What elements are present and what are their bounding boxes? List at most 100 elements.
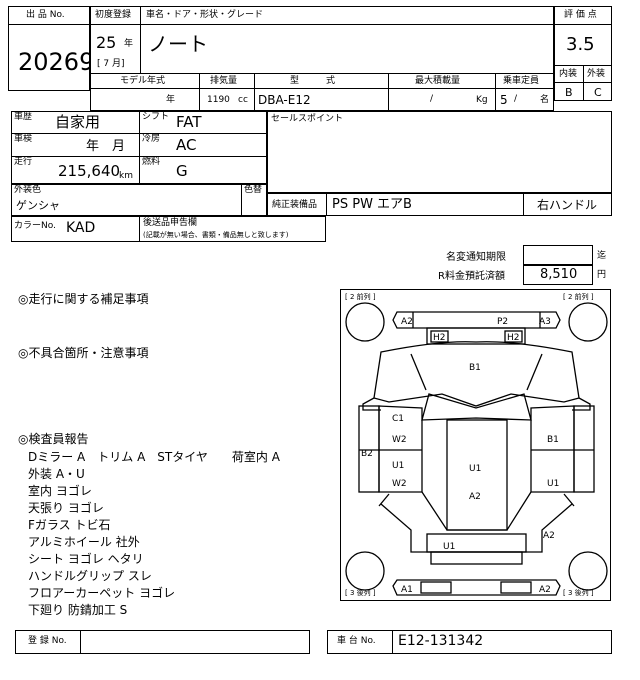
mark-grille-left: H2 [433,333,446,343]
car-box [90,6,554,82]
driving-notes-title: ◎走行に関する補足事項 [18,292,149,306]
max-load-unit: Kg [476,95,488,105]
lot-box [8,6,90,91]
fuel-value: G [176,162,188,180]
inspector-line: シート ヨゴレ ヘタリ [28,552,144,566]
mark-roof-rear: A2 [469,492,481,502]
interior-grade: B [565,86,573,99]
tag-rear-left: [ 3 後列 ] [345,588,376,597]
mark-grille-right: H2 [507,333,520,343]
mark-left-side: B2 [361,449,373,459]
mark-right-rear-door: U1 [547,479,559,489]
model-year-unit: 年 [166,95,176,105]
mark-right-front-door: B1 [547,435,559,445]
reg-year-unit: 年 [124,39,134,49]
history-value: 自家用 [55,113,101,131]
recycle-field [523,265,593,285]
inspector-line: ハンドルグリップ スレ [28,569,152,583]
fuel-label: 燃料 [142,157,161,167]
mark-rear-bumper-left: A1 [401,585,413,595]
exterior-grade: C [594,86,602,99]
ac-label: 冷房 [142,134,161,144]
model-year-label: モデル年式 [120,76,166,86]
reg-no-box [15,630,310,654]
shift-value: FAT [176,113,202,131]
equipment-label: 純正装備品 [272,200,318,210]
recycle-label: R料金預託済額 [438,271,505,282]
color-box [11,184,267,216]
car-label: 車名・ドア・形状・グレード [146,10,264,20]
history-label: 車歴 [14,112,33,122]
inspector-line: 下廻り 防錆加工 S [28,603,128,617]
aftermarket-note: (記載が無い場合、書類・備品無しと致します) [143,231,289,239]
wheel-rear-left [345,551,385,591]
sales-point-box [267,111,612,193]
score-label: 評 価 点 [564,10,597,20]
inspector-line: フロアーカーペット ヨゴレ [28,586,176,600]
wheel-rear-right [568,551,608,591]
steering-value: 右ハンドル [537,198,598,212]
capacity-label: 乗車定員 [503,76,540,86]
ac-value: AC [176,136,197,154]
spec-row [90,73,554,111]
car-diagram: [ 2 前列 ] [ 2 前列 ] [ 3 後列 ] [ 3 後列 ] A2 P… [340,289,611,601]
inspector-line: 室内 ヨゴレ [28,484,92,498]
displacement-unit: cc [238,95,248,105]
exterior-label: 外装 [587,69,606,79]
mark-front-bumper-left: A2 [401,317,413,327]
sales-point-label: セールスポイント [271,114,344,124]
score-value: 3.5 [566,34,595,55]
wheel-front-right [568,302,608,342]
recycle-unit: 円 [597,270,607,280]
lot-label: 出 品 No. [26,10,65,20]
equipment-box [267,193,612,216]
wheel-front-left [345,302,385,342]
mark-left-rear-door: U1 [392,461,404,471]
displacement-label: 排気量 [210,76,238,86]
mark-rear-bumper-right: A2 [539,585,551,595]
chassis-box [327,630,612,654]
inspector-line: 外装 A・U [28,467,85,481]
mark-front-bumper-mid: P2 [497,317,508,327]
capacity-sep: / [514,94,518,104]
recycle-value: 8,510 [540,267,578,282]
equipment-value: PS PW エアB [332,197,412,212]
inspector-lines: Dミラー A トリム A STタイヤ 荷室内 A 外装 A・U 室内 ヨゴレ 天… [28,448,328,618]
tag-rear-right: [ 3 後列 ] [563,588,594,597]
displacement-value: 1190 [207,95,230,105]
inspection-label: 車検 [14,134,33,144]
mark-trunk: U1 [443,542,455,552]
inspector-line: 天張り ヨゴレ [28,501,104,515]
color-value: ゲンシャ [16,199,60,212]
interior-label: 内装 [559,69,578,79]
name-change-unit: 迄 [597,251,607,261]
reg-label: 初度登録 [95,10,132,20]
type-value: DBA-E12 [258,93,311,107]
aftermarket-label: 後送品申告欄 [143,218,198,228]
name-change-label: 名変通知期限 [446,252,506,263]
defects-title: ◎不具合箇所・注意事項 [18,346,149,360]
mark-roof: U1 [469,464,481,474]
inspection-value: 年 月 [86,139,126,154]
color-no-label: カラーNo. [14,221,56,231]
chassis-number: E12-131342 [398,633,484,649]
mark-left-rear-door-lower: W2 [392,479,407,489]
tag-front-right: [ 2 前列 ] [563,292,594,301]
mileage-unit: km [119,171,133,181]
car-diagram-svg: [ 2 前列 ] [ 2 前列 ] [ 3 後列 ] [ 3 後列 ] A2 P… [345,292,608,597]
mark-left-front-door-lower: W2 [392,435,407,445]
capacity-unit: 名 [540,95,550,105]
mark-rear-left-panel: A2 [543,531,555,541]
reg-no-label: 登 録 No. [28,636,67,646]
max-load-value: / [430,94,434,104]
chassis-label: 車 台 No. [337,636,376,646]
max-load-label: 最大積載量 [415,76,461,86]
tag-front-left: [ 2 前列 ] [345,292,376,301]
name-change-field [523,245,593,265]
shift-label: シフト [142,112,170,122]
type-label: 型 式 [290,76,336,86]
capacity-value: 5 [500,93,508,107]
lot-number: 20269 [18,48,95,76]
color-no-value: KAD [66,220,96,236]
inspector-title: ◎検査員報告 [18,432,89,446]
